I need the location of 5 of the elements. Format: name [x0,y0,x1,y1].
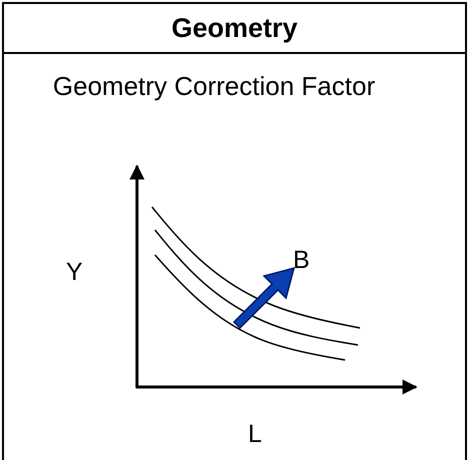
arrow-label: B [293,246,310,274]
chart-title: Geometry Correction Factor [52,72,376,100]
panel-heading: Geometry [4,4,465,54]
axis-label: L [248,420,262,448]
axis-label: Y [66,258,83,286]
